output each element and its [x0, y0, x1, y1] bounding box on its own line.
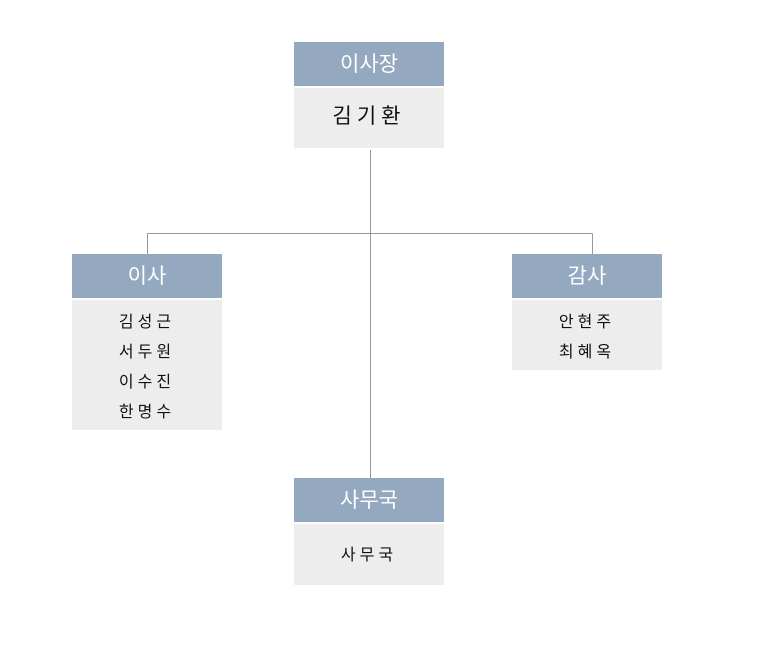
node-title-secretariat: 사무국 — [294, 478, 444, 522]
member-name: 서두원 — [118, 342, 176, 361]
member-name: 이수진 — [118, 372, 176, 391]
org-node-auditors: 감사 안현주 최혜옥 — [512, 254, 662, 370]
member-name: 사무국 — [340, 545, 398, 564]
node-members-chairman: 김기환 — [294, 86, 444, 148]
node-members-auditors: 안현주 최혜옥 — [512, 298, 662, 370]
node-title-auditors: 감사 — [512, 254, 662, 298]
org-node-secretariat: 사무국 사무국 — [294, 478, 444, 585]
node-title-directors: 이사 — [72, 254, 222, 298]
node-members-directors: 김성근 서두원 이수진 한명수 — [72, 298, 222, 430]
node-members-secretariat: 사무국 — [294, 522, 444, 585]
org-node-chairman: 이사장 김기환 — [294, 42, 444, 148]
member-name: 김성근 — [118, 312, 176, 331]
org-node-directors: 이사 김성근 서두원 이수진 한명수 — [72, 254, 222, 430]
member-name: 최혜옥 — [558, 342, 616, 361]
node-title-chairman: 이사장 — [294, 42, 444, 86]
member-name: 김기환 — [332, 104, 406, 128]
member-name: 한명수 — [118, 402, 176, 421]
member-name: 안현주 — [558, 312, 616, 331]
